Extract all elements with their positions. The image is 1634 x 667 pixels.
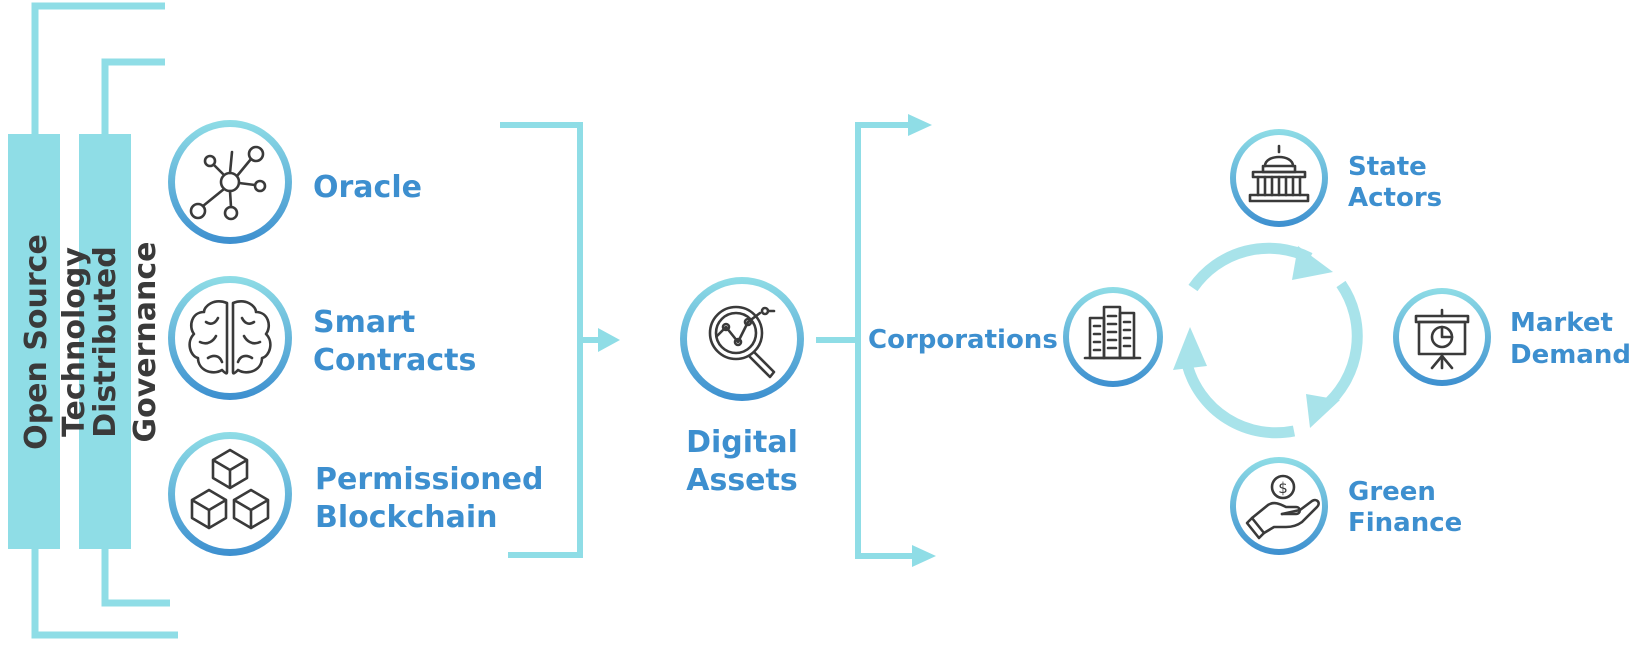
- money-hand-icon: $: [1245, 474, 1320, 540]
- svg-text:$: $: [1278, 479, 1288, 497]
- analytics-search-icon: [708, 305, 776, 379]
- governance-label: Governance: [128, 241, 163, 442]
- oracle-label-1: Oracle: [313, 170, 422, 205]
- market-demand-node: [1393, 288, 1491, 386]
- smart-label-2: Contracts: [313, 343, 476, 378]
- top-arrowhead: [908, 114, 932, 136]
- capitol-icon: [1248, 144, 1310, 203]
- buildings-icon: [1083, 305, 1142, 360]
- corporations-label: Corporations: [868, 325, 1058, 355]
- digital-assets-node: [680, 277, 804, 401]
- state-actors-label-2: Actors: [1348, 183, 1442, 213]
- cycle-arrowhead-right: [1306, 394, 1340, 428]
- blockchain-label-2: Blockchain: [315, 500, 498, 535]
- bottom-arrowhead: [912, 545, 936, 567]
- technology-label: Technology: [57, 247, 92, 437]
- blockchain-label-1: Permissioned: [315, 462, 543, 497]
- smart-label-1: Smart: [313, 305, 415, 340]
- cycle-arrowhead-left: [1173, 327, 1207, 370]
- components-arrowhead: [598, 328, 620, 352]
- distributed-bar: [79, 134, 131, 549]
- blocks-icon: [190, 448, 270, 530]
- green-finance-label-1: Green: [1348, 477, 1436, 507]
- outcome-bracket: [855, 122, 912, 559]
- smart-contracts-node: [168, 276, 292, 400]
- oracle-node: [168, 120, 292, 244]
- state-actors-label-1: State: [1348, 152, 1427, 182]
- corporations-node: [1063, 287, 1163, 387]
- presentation-chart-icon: [1414, 308, 1470, 370]
- green-finance-node: $: [1230, 457, 1328, 555]
- state-actors-node: [1230, 129, 1328, 227]
- green-finance-label-2: Finance: [1348, 508, 1462, 538]
- network-icon: [189, 145, 267, 221]
- cycle-arc-right: [1320, 280, 1363, 412]
- brain-icon: [188, 300, 272, 375]
- cycle-arrowhead-top: [1292, 246, 1333, 280]
- digital-assets-label-2: Assets: [686, 463, 797, 498]
- blockchain-node: [168, 432, 292, 556]
- open-source-label: Open Source: [19, 234, 54, 450]
- digital-assets-label-1: Digital: [686, 425, 798, 460]
- cycle-arc-top: [1188, 242, 1313, 292]
- market-demand-label-2: Demand: [1510, 340, 1631, 370]
- open-source-bar: [8, 134, 60, 549]
- market-demand-label-1: Market: [1510, 308, 1613, 338]
- distributed-label: Distributed: [88, 246, 123, 437]
- cycle-arc-bottom: [1181, 362, 1296, 439]
- cycle-arrows: [1173, 242, 1363, 439]
